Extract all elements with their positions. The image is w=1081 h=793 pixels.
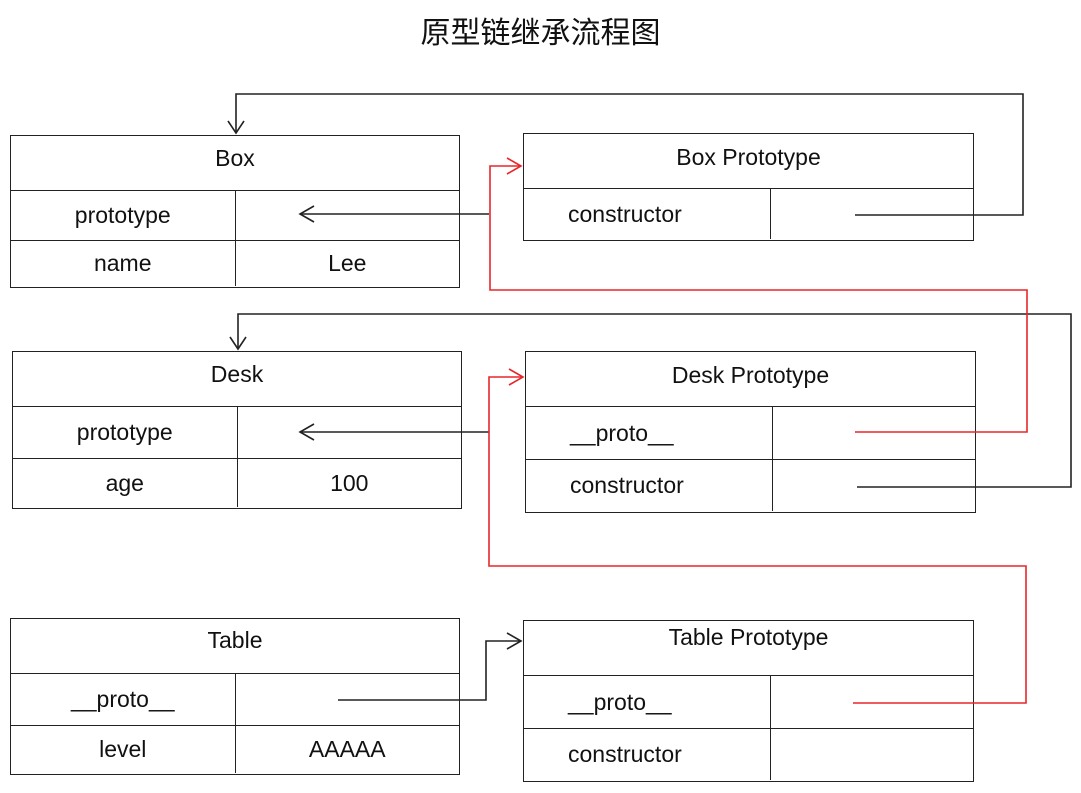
desk-proto-proto-key: __proto__: [526, 407, 773, 459]
table-proto-key: __proto__: [11, 674, 236, 725]
box-table: Box prototype name Lee: [10, 135, 460, 288]
table-prototype-header: Table Prototype: [668, 624, 829, 650]
table-header: Table: [207, 627, 263, 653]
desk-prototype-table: Desk Prototype __proto__ constructor: [525, 351, 976, 513]
desk-proto-proto-value: [773, 407, 975, 459]
box-prototype-value: [236, 191, 460, 240]
box-header: Box: [215, 145, 255, 171]
table-prototype-table: Table Prototype __proto__ constructor: [523, 620, 974, 782]
box-proto-constructor-key: constructor: [524, 189, 771, 239]
desk-proto-constructor-value: [773, 460, 975, 511]
desk-prototype-header: Desk Prototype: [671, 362, 830, 388]
desk-age-value: 100: [330, 469, 369, 496]
box-proto-constructor-value: [771, 189, 973, 239]
box-prototype-key: prototype: [11, 191, 236, 240]
table-level-key: level: [11, 726, 236, 773]
desk-proto-to-box-proto-arrowhead: [506, 157, 523, 175]
table-table: Table __proto__ level AAAAA: [10, 618, 460, 775]
desk-age-key: age: [13, 459, 238, 507]
box-prototype-table: Box Prototype constructor: [523, 133, 974, 241]
box-prototype-header: Box Prototype: [676, 144, 821, 170]
diagram-title: 原型链继承流程图: [420, 16, 661, 51]
table-proto-constructor-key: constructor: [524, 729, 771, 780]
table-proto-value: [236, 674, 460, 725]
table-proto-proto-key: __proto__: [524, 676, 771, 728]
desk-prototype-value: [238, 407, 462, 458]
desk-table: Desk prototype age 100: [12, 351, 462, 509]
desk-header: Desk: [210, 361, 264, 387]
table-proto-arrowhead: [506, 632, 523, 650]
desk-constructor-arrowhead: [229, 336, 247, 351]
table-proto-to-desk-proto-arrowhead: [508, 368, 525, 386]
table-proto-proto-value: [771, 676, 973, 728]
table-proto-constructor-value: [771, 729, 973, 780]
box-name-value: Lee: [328, 250, 367, 276]
table-level-value: AAAAA: [308, 736, 386, 762]
desk-proto-constructor-key: constructor: [526, 460, 773, 511]
box-constructor-arrowhead: [227, 120, 245, 135]
desk-prototype-key: prototype: [13, 407, 238, 458]
box-name-key: name: [11, 241, 236, 286]
